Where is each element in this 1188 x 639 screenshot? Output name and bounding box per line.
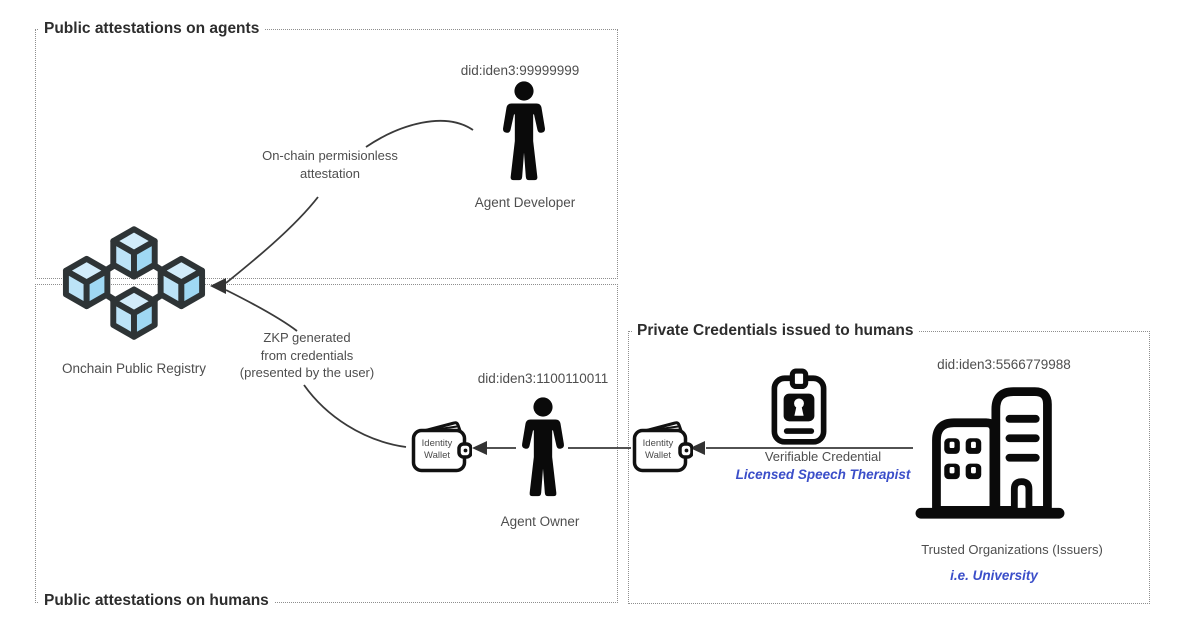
identity-wallet-right: Identity Wallet — [629, 418, 693, 476]
issuer-label: Trusted Organizations (Issuers) — [921, 542, 1103, 557]
wallet-icon — [411, 421, 472, 473]
owner-label: Agent Owner — [500, 514, 580, 529]
vc-annotation-line1: Verifiable Credential — [764, 449, 882, 464]
zkp-annotation: ZKP generated from credentials (presente… — [240, 329, 374, 382]
zkp-annotation-line1: ZKP generated — [263, 330, 351, 345]
wallet-right-label: Identity Wallet — [642, 438, 674, 461]
developer-label: Agent Developer — [474, 195, 576, 210]
owner-did-label: did:iden3:1100110011 — [477, 371, 609, 386]
owner-person-icon — [522, 397, 564, 497]
wallet-icon — [632, 421, 693, 473]
issuer-did-label: did:iden3:5566779988 — [937, 357, 1071, 372]
attestation-annotation-line1: On-chain permisionless — [262, 148, 398, 163]
identity-wallet-left: Identity Wallet — [408, 418, 472, 476]
attestation-annotation-line2: attestation — [300, 165, 360, 181]
zkp-annotation-line3: (presented by the user) — [239, 365, 375, 380]
box-title-public-humans: Public attestations on humans — [39, 592, 274, 609]
box-public-attestations-agents — [35, 29, 618, 279]
attestation-annotation: On-chain permisionless attestation — [262, 147, 398, 182]
buildings-icon — [915, 387, 1065, 519]
developer-person-icon — [503, 81, 545, 181]
wallet-left-label: Identity Wallet — [421, 438, 453, 461]
box-title-public-agents: Public attestations on agents — [39, 20, 265, 37]
zkp-annotation-line2: from credentials — [260, 347, 354, 363]
vc-annotation: Verifiable Credential Licensed Speech Th… — [736, 448, 911, 483]
id-badge-icon — [771, 368, 827, 445]
box-title-private-credentials: Private Credentials issued to humans — [632, 322, 919, 339]
vc-annotation-line2: Licensed Speech Therapist — [735, 466, 911, 482]
box-public-attestations-humans — [35, 284, 618, 603]
issuer-example-label: i.e. University — [950, 568, 1038, 583]
registry-label: Onchain Public Registry — [61, 361, 207, 376]
blockchain-cubes-icon — [62, 226, 206, 340]
developer-did-label: did:iden3:99999999 — [460, 63, 580, 78]
